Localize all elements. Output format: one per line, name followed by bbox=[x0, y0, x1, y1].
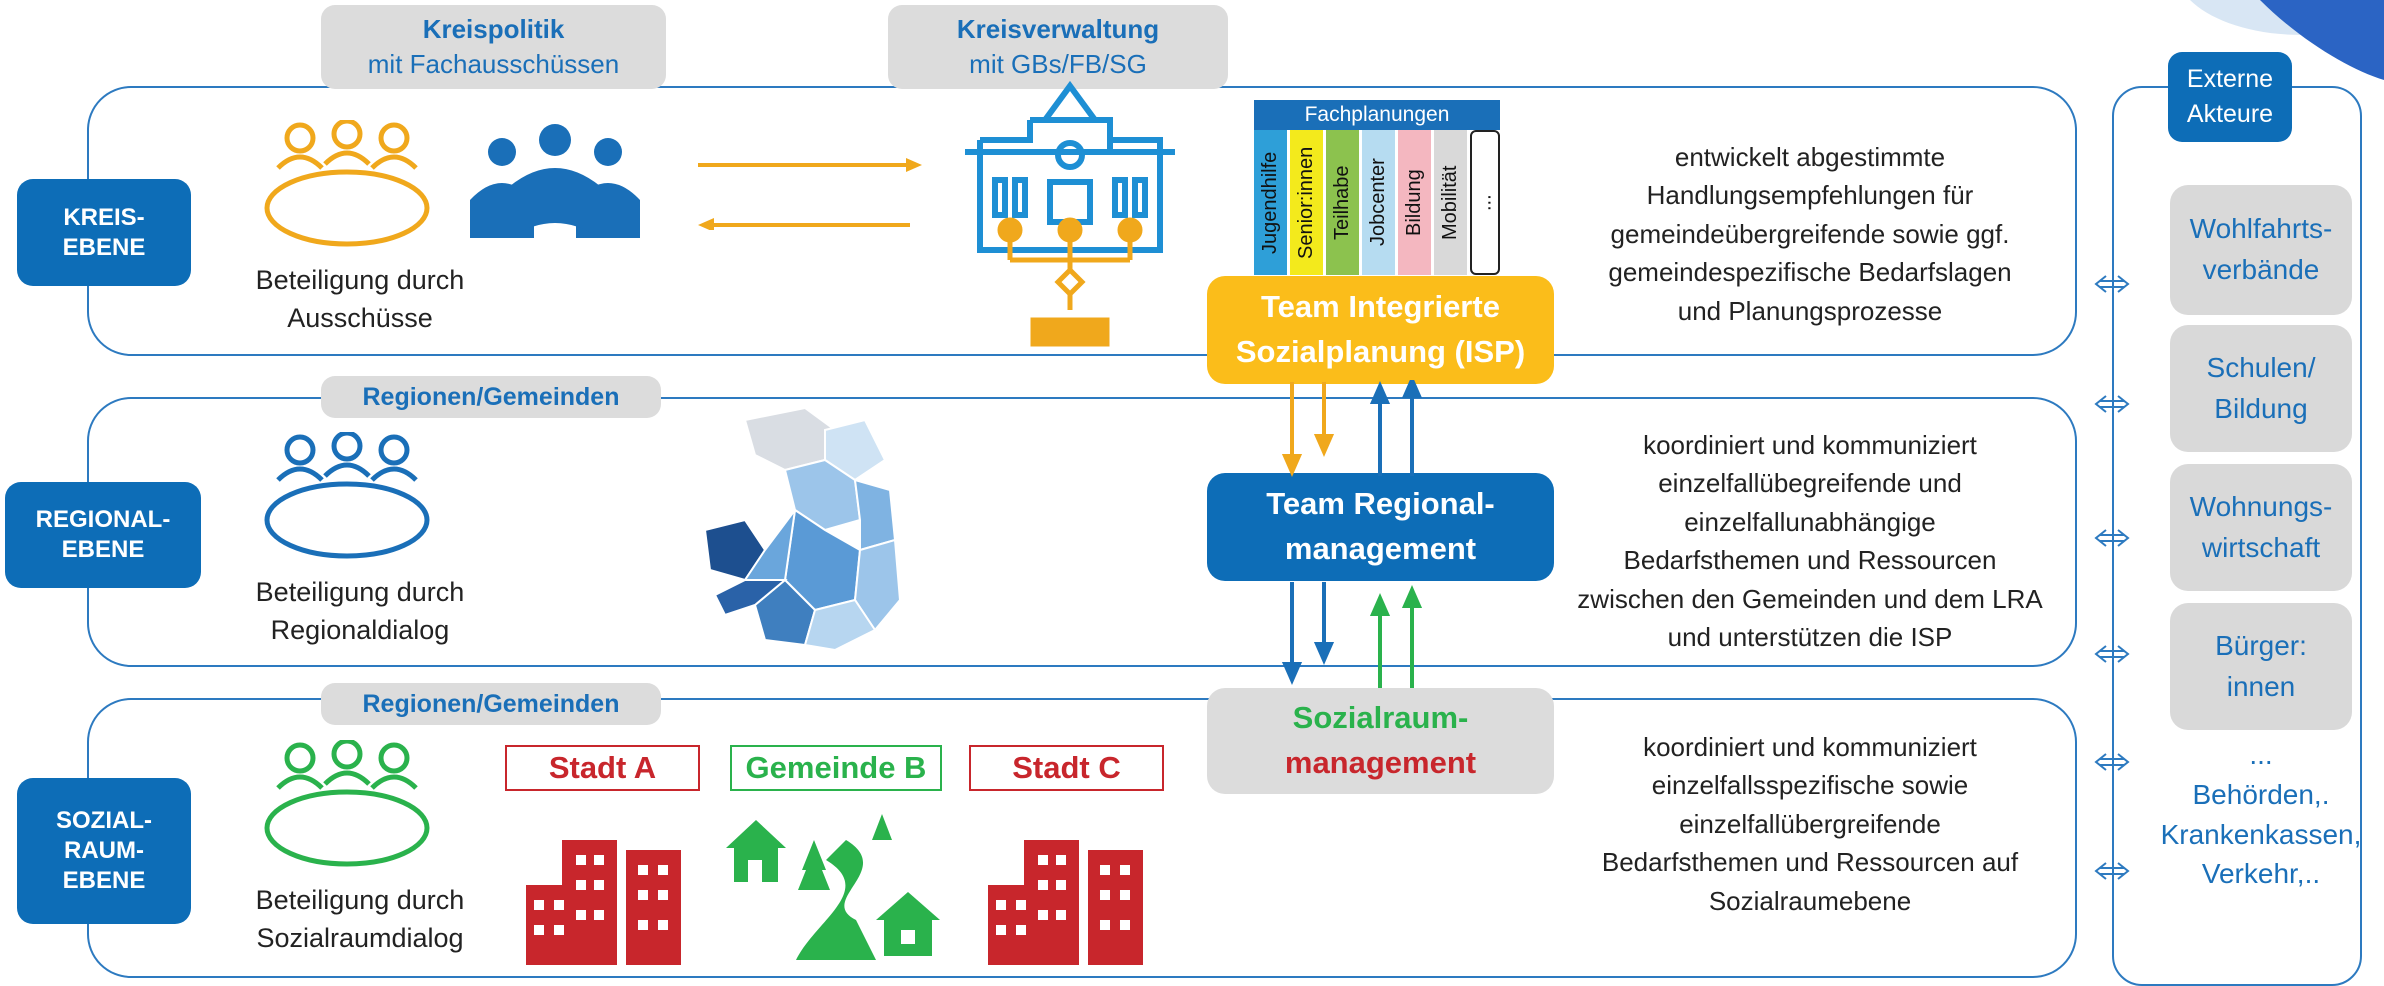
externe-box-buerger: Bürger:innen bbox=[2170, 603, 2352, 730]
fachplanung-mobilitaet: Mobilität bbox=[1434, 130, 1467, 275]
people-group-outline-icon bbox=[264, 740, 430, 867]
place-stadt-c: Stadt C bbox=[969, 745, 1164, 791]
sozialraummanagement-box: Sozialraum-management bbox=[1207, 688, 1554, 794]
fachplanungen-header: Fachplanungen bbox=[1254, 100, 1500, 130]
fachplanung-senioren: Senior:innen bbox=[1290, 130, 1323, 275]
double-arrows-icon bbox=[2094, 275, 2130, 880]
village-landscape-icon bbox=[726, 814, 940, 960]
place-gemeinde-b: Gemeinde B bbox=[730, 745, 942, 791]
regionen-tab-sozialraum: Regionen/Gemeinden bbox=[321, 683, 661, 725]
building-icon bbox=[988, 840, 1143, 965]
fachplanung-bildung: Bildung bbox=[1398, 130, 1431, 275]
fachplanung-jobcenter: Jobcenter bbox=[1362, 130, 1395, 275]
externe-box-wohlfahrt: Wohlfahrts-verbände bbox=[2170, 185, 2352, 315]
regional-ebene-panel bbox=[87, 397, 2077, 667]
fachplanung-teilhabe: Teilhabe bbox=[1326, 130, 1359, 275]
people-group-outline-icon bbox=[264, 120, 430, 247]
team-regionalmanagement-box: Team Regional-management bbox=[1207, 473, 1554, 581]
building-icon bbox=[526, 840, 681, 965]
externe-box-schulen: Schulen/Bildung bbox=[2170, 325, 2352, 452]
isp-regional-arrows-icon bbox=[1281, 380, 1423, 477]
externe-more: ...Behörden,.Krankenkassen,Verkehr,.. bbox=[2160, 739, 2362, 890]
kreisverwaltung-tab: Kreisverwaltung mit GBs/FB/SG bbox=[888, 5, 1228, 89]
exchange-arrows-icon bbox=[698, 158, 922, 230]
fachplanung-jugendhilfe: Jugendhilfe bbox=[1254, 130, 1287, 275]
level-label-sozialraum: SOZIAL-RAUM-EBENE bbox=[17, 778, 191, 924]
regional-sozialraum-arrows-icon bbox=[1281, 582, 1423, 688]
people-group-outline-icon bbox=[264, 432, 430, 559]
town-hall-icon bbox=[965, 80, 1175, 347]
people-group-solid-icon bbox=[470, 124, 640, 238]
level-label-kreis: KREIS-EBENE bbox=[17, 179, 191, 286]
externe-box-wohnung: Wohnungs-wirtschaft bbox=[2170, 464, 2352, 591]
place-stadt-a: Stadt A bbox=[505, 745, 700, 791]
kreispolitik-tab: Kreispolitik mit Fachausschüssen bbox=[321, 5, 666, 89]
regionen-tab-regional: Regionen/Gemeinden bbox=[321, 376, 661, 418]
level-label-regional: REGIONAL-EBENE bbox=[5, 482, 201, 588]
region-map-image bbox=[703, 406, 902, 652]
corner-decoration-icon bbox=[2190, 0, 2384, 80]
fachplanung-more: ... bbox=[1470, 130, 1500, 275]
